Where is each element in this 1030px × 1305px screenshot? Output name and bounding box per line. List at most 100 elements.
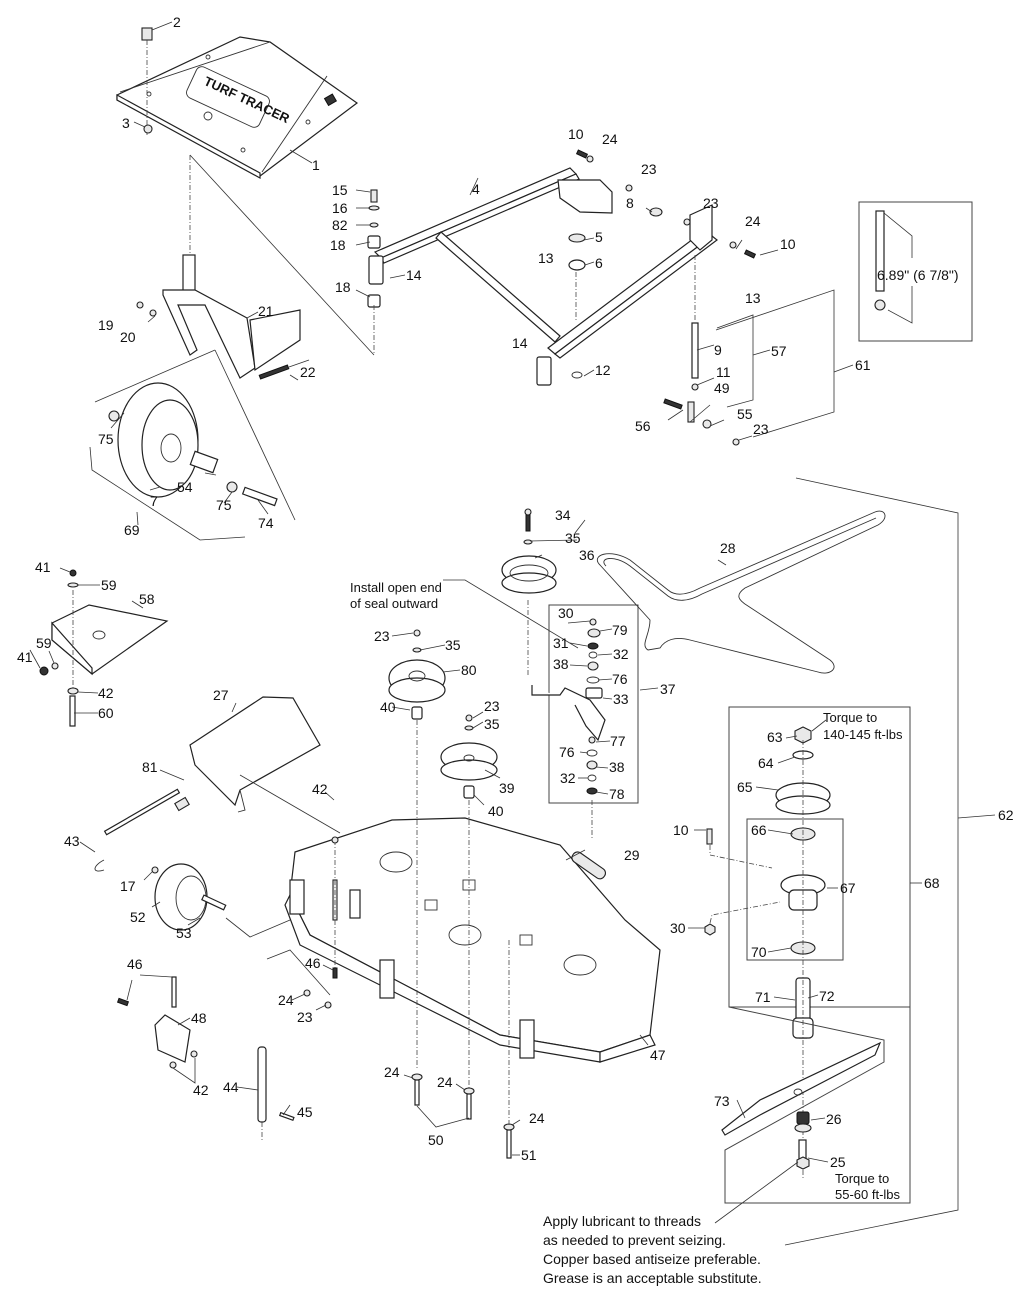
callout-38b: 38 [609,759,625,775]
svg-text:Apply lubricant to threads: Apply lubricant to threads [543,1213,701,1229]
blade-torque-note: Torque to 55-60 ft-lbs [835,1171,901,1202]
callout-24b: 24 [745,213,761,229]
callout-56: 56 [635,418,651,434]
svg-text:Install open end: Install open end [350,580,442,595]
callout-labels: 2 3 1 4 15 16 82 18 18 14 10 24 23 8 5 6… [17,14,1014,1286]
callout-61: 61 [855,357,871,373]
callout-41a: 41 [35,559,51,575]
callout-19: 19 [98,317,114,333]
callout-23c: 23 [753,421,769,437]
callout-58: 58 [139,591,155,607]
callout-63: 63 [767,729,783,745]
svg-text:140-145 ft-lbs: 140-145 ft-lbs [823,727,903,742]
callout-24d: 24 [384,1064,400,1080]
caster-pin-9 [663,255,740,446]
callout-66: 66 [751,822,767,838]
blade-assembly [721,1006,911,1204]
callout-72: 72 [819,988,835,1004]
callout-14b: 14 [512,335,528,351]
callout-73: 73 [714,1093,730,1109]
callout-15: 15 [332,182,348,198]
callout-32a: 32 [613,646,629,662]
callout-52: 52 [130,909,146,925]
callout-37: 37 [660,681,676,697]
callout-31: 31 [553,635,569,651]
callout-32b: 32 [560,770,576,786]
callout-79: 79 [612,622,628,638]
callout-46a: 46 [127,956,143,972]
deck-bolts [411,940,515,1159]
callout-34: 34 [555,507,571,523]
callout-23d: 23 [297,1009,313,1025]
callout-53: 53 [176,925,192,941]
drive-belt [597,510,886,674]
callout-16: 16 [332,200,348,216]
callout-49: 49 [714,380,730,396]
callout-71: 71 [755,989,771,1005]
callout-25: 25 [830,1154,846,1170]
nut-3 [143,124,153,134]
callout-42a: 42 [98,685,114,701]
callout-44: 44 [223,1079,239,1095]
leader-lines [29,21,922,1224]
callout-2: 2 [173,14,181,30]
discharge-deflector [189,696,341,834]
lubricant-note: Apply lubricant to threads as needed to … [543,1213,762,1286]
callout-75b: 75 [216,497,232,513]
callout-24f: 24 [529,1110,545,1126]
callout-26: 26 [826,1111,842,1127]
idler-pulley-36 [501,508,557,675]
callout-30a: 30 [558,605,574,621]
callout-18b: 18 [335,279,351,295]
callout-10b: 10 [780,236,796,252]
caster-fork [136,154,375,380]
callout-28: 28 [720,540,736,556]
callout-42b: 42 [312,781,328,797]
callout-47: 47 [650,1047,666,1063]
callout-9: 9 [714,342,722,358]
callout-69: 69 [124,522,140,538]
callout-11: 11 [716,364,731,380]
callout-75a: 75 [98,431,114,447]
knob-2 [141,27,153,135]
callout-17: 17 [120,878,136,894]
callout-10a: 10 [568,126,584,142]
callout-36: 36 [579,547,595,563]
callout-42c: 42 [193,1082,209,1098]
callout-39: 39 [499,780,515,796]
callout-12: 12 [595,362,611,378]
callout-76b: 76 [559,744,575,760]
svg-text:Grease is an acceptable substi: Grease is an acceptable substitute. [543,1270,762,1286]
callout-81: 81 [142,759,158,775]
callout-20: 20 [120,329,136,345]
pivot-hardware [367,149,757,379]
callout-64: 64 [758,755,774,771]
callout-7: 7 [150,493,158,509]
callout-40a: 40 [380,699,396,715]
callout-10c: 10 [673,822,689,838]
callout-30b: 30 [670,920,686,936]
callout-23f: 23 [484,698,500,714]
svg-text:Torque to: Torque to [823,710,877,725]
caster-wheel [89,349,296,541]
callout-33: 33 [613,691,629,707]
caster-height-detail: 6.89" (6 7/8") [858,201,973,342]
callout-24c: 24 [278,992,294,1008]
caster-dimension-note: 6.89" (6 7/8") [877,267,959,283]
callout-13b: 13 [745,290,761,306]
callout-67: 67 [840,880,856,896]
callout-4: 4 [472,181,480,197]
svg-text:of seal outward: of seal outward [350,596,438,611]
callout-24a: 24 [602,131,618,147]
callout-43: 43 [64,833,80,849]
callout-23a: 23 [641,161,657,177]
callout-82: 82 [332,217,348,233]
callout-76a: 76 [612,671,628,687]
svg-text:Copper based antiseize prefera: Copper based antiseize preferable. [543,1251,761,1267]
drive-pulley-80 [388,629,446,1070]
callout-51: 51 [521,1147,537,1163]
callout-35a: 35 [565,530,581,546]
callout-23b: 23 [703,195,719,211]
